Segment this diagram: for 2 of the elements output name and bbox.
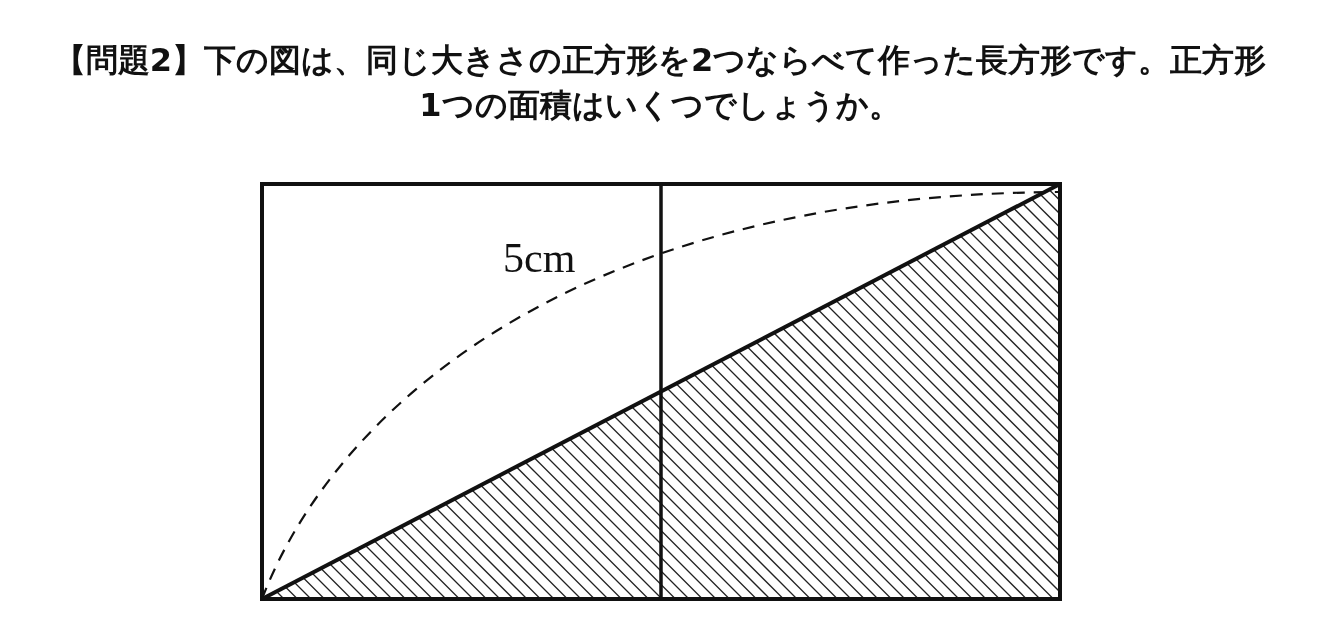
dimension-label: 5cm <box>503 234 576 282</box>
title: 【問題2】下の図は、同じ大きさの正方形を2つならべて作った長方形です。正方形1つの面積はいくつでしょうか。 <box>52 40 1268 126</box>
